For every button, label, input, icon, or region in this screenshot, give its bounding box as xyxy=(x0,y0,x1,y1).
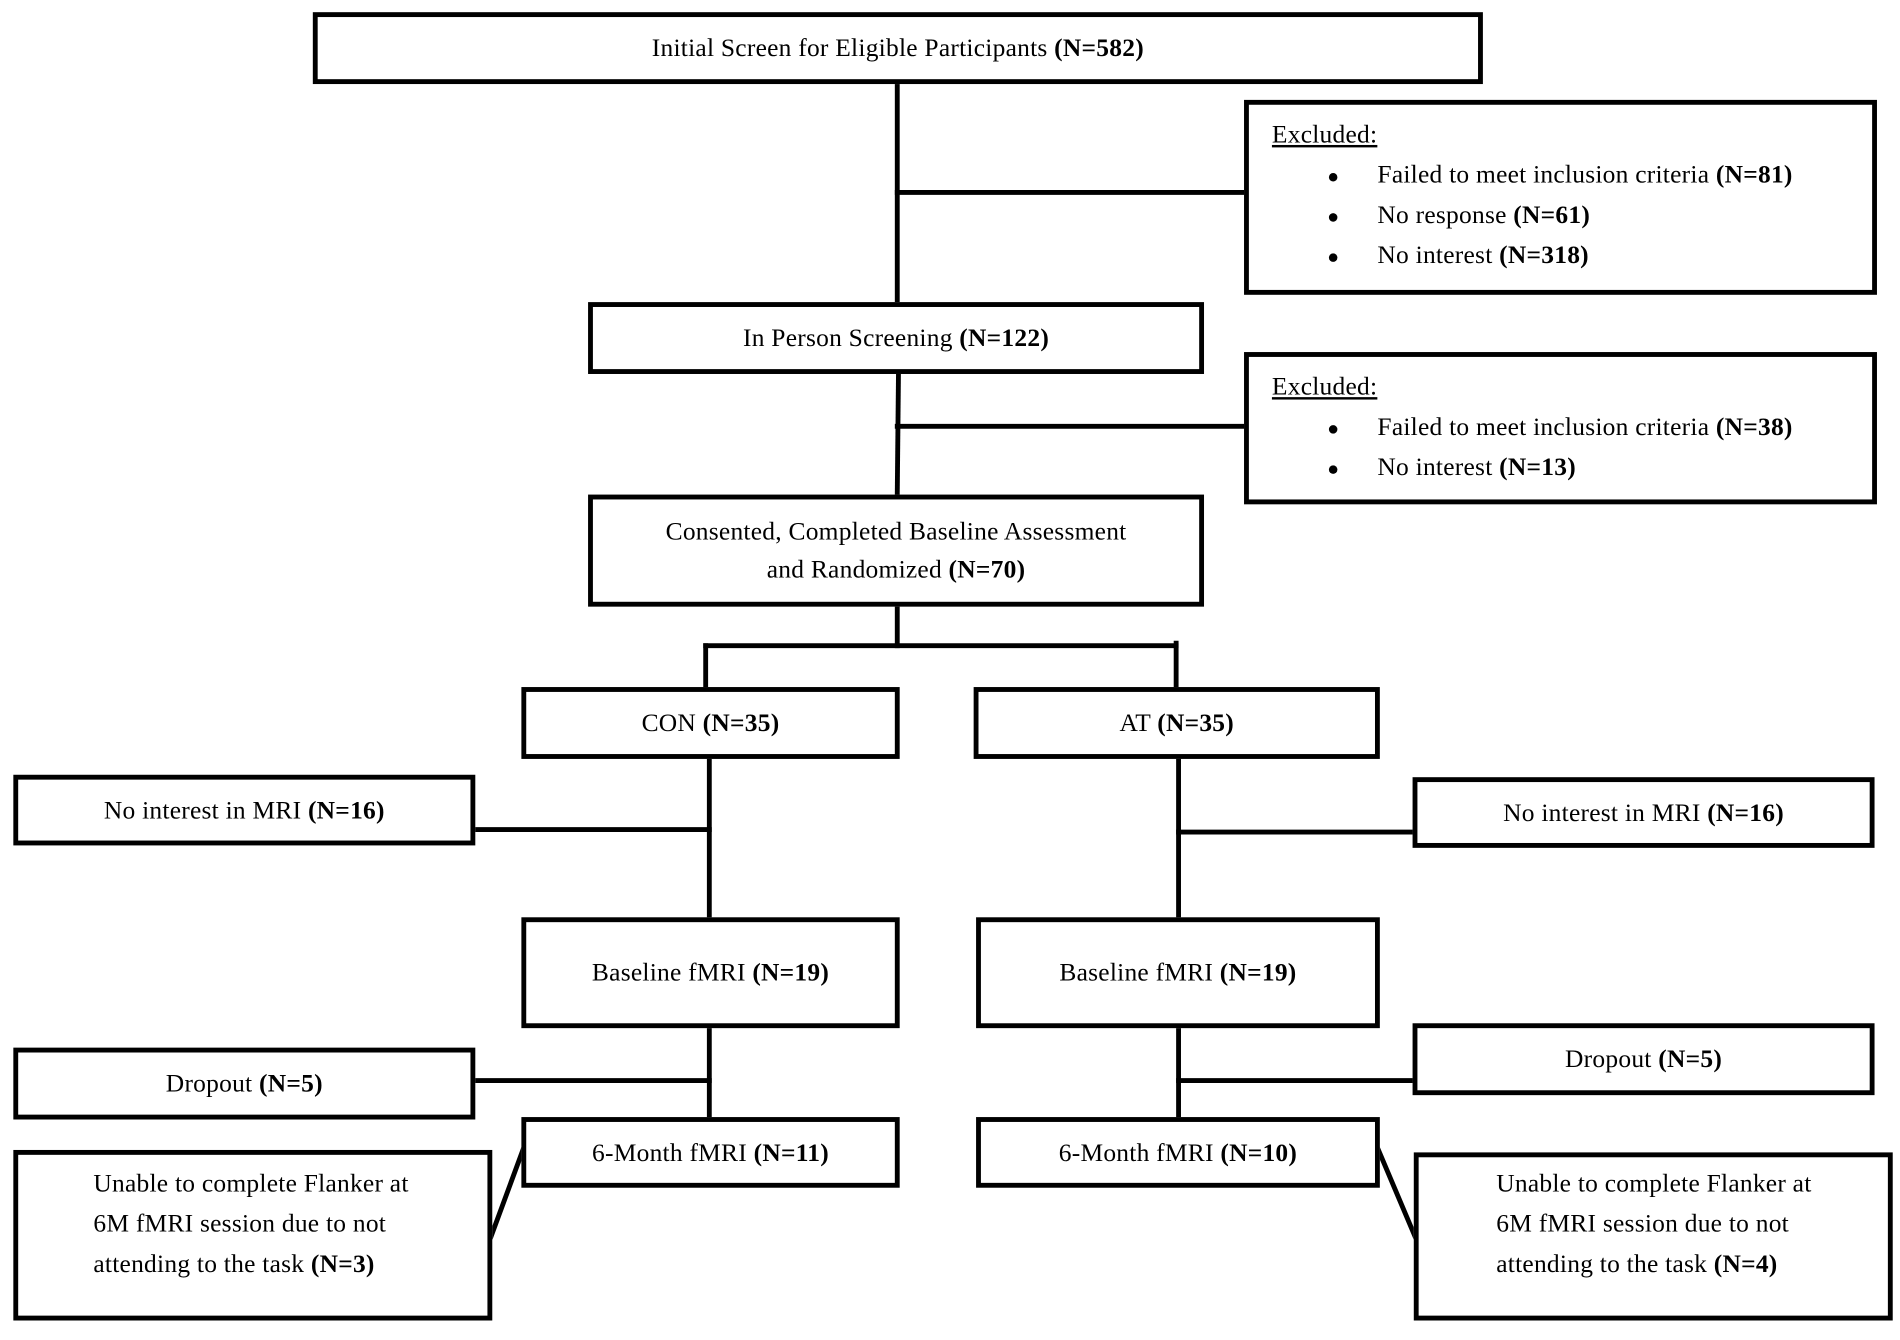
excluded-item: Failed to meet inclusion criteria (N=81) xyxy=(1272,155,1872,195)
con-six-month-fmri-box: 6-Month fMRI (N=11) xyxy=(521,1117,900,1188)
box-count: (N=19) xyxy=(1219,957,1297,987)
bullet-icon xyxy=(1328,464,1338,474)
box-text: Consented, Completed Baseline Assessment… xyxy=(666,513,1127,589)
excluded-box-2: Excluded: Failed to meet inclusion crite… xyxy=(1244,352,1877,505)
box-label: Baseline fMRI xyxy=(1059,957,1214,987)
note-line-2: 6M fMRI session due to not xyxy=(1496,1208,1790,1238)
excluded-item-label: Failed to meet inclusion criteria xyxy=(1377,159,1710,189)
box-text: In Person Screening (N=122) xyxy=(743,319,1049,357)
excluded-item-label: No response xyxy=(1377,199,1507,230)
randomized-box: Consented, Completed Baseline Assessment… xyxy=(588,494,1205,607)
in-person-screening-box: In Person Screening (N=122) xyxy=(588,302,1205,374)
excluded-item-count: (N=61) xyxy=(1513,199,1591,230)
box-count: (N=582) xyxy=(1054,32,1144,63)
bullet-icon xyxy=(1328,212,1338,222)
connector-line xyxy=(487,1144,527,1240)
excluded-item: No interest (N=13) xyxy=(1272,447,1872,487)
excluded-item: Failed to meet inclusion criteria (N=38) xyxy=(1272,407,1872,447)
box-label: and Randomized xyxy=(766,554,942,584)
box-label: Dropout xyxy=(165,1068,253,1098)
box-label: No interest in MRI xyxy=(103,794,302,825)
box-count: (N=35) xyxy=(702,707,780,737)
box-count: (N=19) xyxy=(752,957,830,987)
excluded-heading: Excluded: xyxy=(1271,371,1378,401)
connector-line xyxy=(894,371,901,498)
at-baseline-fmri-box: Baseline fMRI (N=19) xyxy=(976,917,1380,1029)
excluded-item: No response (N=61) xyxy=(1272,195,1872,235)
con-group-box: CON (N=35) xyxy=(521,687,900,759)
note-label: attending to the task xyxy=(1496,1248,1708,1278)
box-text: No interest in MRI (N=16) xyxy=(104,791,385,829)
box-label: 6-Month fMRI xyxy=(1058,1137,1214,1167)
box-label: Dropout xyxy=(1565,1043,1652,1074)
note-line-3: attending to the task (N=3) xyxy=(93,1244,487,1284)
box-count: (N=11) xyxy=(753,1137,830,1167)
bullet-icon xyxy=(1328,253,1338,262)
excluded-item-label: Failed to meet inclusion criteria xyxy=(1377,411,1710,441)
note-line-1: Unable to complete Flanker at xyxy=(93,1168,409,1198)
box-count: (N=10) xyxy=(1220,1137,1298,1167)
note-line-1: Unable to complete Flanker at xyxy=(1496,1168,1812,1198)
con-baseline-fmri-box: Baseline fMRI (N=19) xyxy=(521,917,900,1029)
box-count: (N=16) xyxy=(1707,797,1784,827)
at-no-interest-mri-box: No interest in MRI (N=16) xyxy=(1412,777,1875,848)
box-count: (N=35) xyxy=(1157,707,1235,737)
excluded-heading: Excluded: xyxy=(1271,119,1378,149)
initial-screen-box: Initial Screen for Eligible Participants… xyxy=(312,12,1483,85)
excluded-item-count: (N=13) xyxy=(1499,451,1576,482)
excluded-item-count: (N=81) xyxy=(1715,159,1793,189)
excluded-item-label: No interest xyxy=(1377,451,1493,482)
box-text: AT (N=35) xyxy=(1119,704,1234,742)
box-text: Initial Screen for Eligible Participants… xyxy=(652,29,1144,67)
note-label: attending to the task xyxy=(93,1248,305,1278)
box-label: No interest in MRI xyxy=(1503,797,1701,827)
at-unable-flanker-box: Unable to complete Flanker at 6M fMRI se… xyxy=(1413,1152,1893,1321)
box-label-line-1: Consented, Completed Baseline Assessment xyxy=(665,516,1127,546)
box-count: (N=122) xyxy=(959,322,1050,353)
box-count: (N=5) xyxy=(1658,1043,1723,1074)
box-text: No interest in MRI (N=16) xyxy=(1503,794,1784,832)
box-count: (N=70) xyxy=(948,554,1026,584)
bullet-icon xyxy=(1328,424,1338,434)
bullet-icon xyxy=(1328,172,1338,182)
at-six-month-fmri-box: 6-Month fMRI (N=10) xyxy=(976,1117,1380,1188)
note-line-3: attending to the task (N=4) xyxy=(1496,1244,1888,1284)
excluded-item-label: No interest xyxy=(1377,239,1493,270)
box-text: Baseline fMRI (N=19) xyxy=(592,954,829,992)
box-text: 6-Month fMRI (N=10) xyxy=(1059,1134,1297,1172)
box-text: 6-Month fMRI (N=11) xyxy=(592,1134,829,1172)
excluded-item-count: (N=318) xyxy=(1499,239,1589,270)
box-count: (N=16) xyxy=(307,794,385,825)
box-label: Baseline fMRI xyxy=(591,957,746,987)
excluded-box-1: Excluded: Failed to meet inclusion crite… xyxy=(1244,99,1877,295)
box-label: 6-Month fMRI xyxy=(592,1137,748,1167)
con-unable-flanker-box: Unable to complete Flanker at 6M fMRI se… xyxy=(13,1149,493,1321)
con-no-interest-mri-box: No interest in MRI (N=16) xyxy=(13,774,476,846)
box-label-line-2: and Randomized (N=70) xyxy=(666,551,1127,589)
excluded-item: No interest (N=318) xyxy=(1272,235,1872,275)
box-text: Dropout (N=5) xyxy=(166,1065,323,1103)
box-text: Baseline fMRI (N=19) xyxy=(1059,954,1296,992)
note-count: (N=3) xyxy=(310,1248,375,1278)
excluded-item-count: (N=38) xyxy=(1715,411,1793,441)
note-count: (N=4) xyxy=(1713,1248,1778,1278)
box-label: AT xyxy=(1119,707,1151,737)
at-group-box: AT (N=35) xyxy=(973,687,1380,759)
box-label: CON xyxy=(641,707,697,737)
connector-line xyxy=(1374,1144,1419,1240)
note-line-2: 6M fMRI session due to not xyxy=(93,1208,387,1238)
box-count: (N=5) xyxy=(259,1068,323,1098)
at-dropout-box: Dropout (N=5) xyxy=(1412,1023,1875,1096)
box-text: Dropout (N=5) xyxy=(1565,1040,1722,1078)
con-dropout-box: Dropout (N=5) xyxy=(13,1047,476,1120)
box-label: Initial Screen for Eligible Participants xyxy=(651,32,1048,63)
box-text: CON (N=35) xyxy=(642,704,780,742)
box-label: In Person Screening xyxy=(743,322,953,353)
